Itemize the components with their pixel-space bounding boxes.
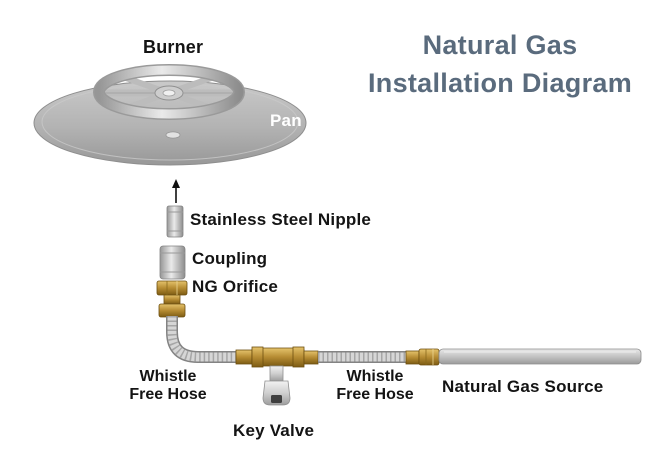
diagram-title-line-1: Natural Gas (422, 30, 578, 60)
nipple-label: Stainless Steel Nipple (190, 210, 372, 229)
key-valve-label: Key Valve (233, 421, 315, 440)
gas-source-pipe-graphic (438, 348, 642, 365)
coupling-label: Coupling (192, 249, 268, 268)
burner-ring-graphic (93, 64, 245, 120)
natural-gas-source-label: Natural Gas Source (442, 377, 604, 396)
pan-label: Pan (270, 111, 302, 130)
whistle-left-line-2: Free Hose (129, 386, 207, 403)
coupling-graphic (159, 245, 186, 280)
whistle-right-line-2: Free Hose (336, 386, 414, 403)
key-valve-graphic (235, 346, 319, 406)
nipple-graphic (166, 205, 184, 238)
whistle-free-hose-label-right: Whistle Free Hose (315, 368, 435, 404)
source-fitting-graphic (405, 348, 440, 366)
whistle-right-line-1: Whistle (346, 368, 404, 385)
burner-label: Burner (143, 37, 204, 57)
whistle-free-hose-label-left: Whistle Free Hose (108, 368, 228, 404)
diagram-title-line-2: Installation Diagram (367, 68, 633, 98)
diagram-title: Natural Gas Installation Diagram (350, 26, 650, 102)
orifice-graphic (156, 280, 188, 318)
whistle-left-line-1: Whistle (139, 368, 197, 385)
up-arrow-icon (172, 179, 180, 203)
orifice-label: NG Orifice (192, 277, 279, 296)
hose-left-graphic (166, 316, 238, 363)
